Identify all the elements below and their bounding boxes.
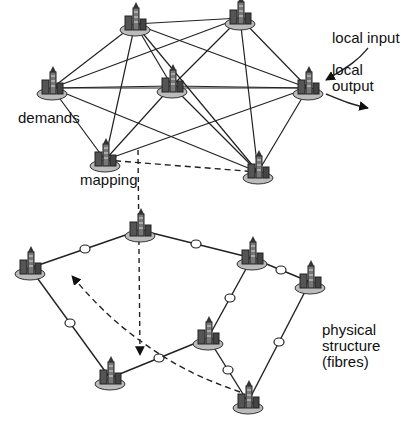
fibre-link [140,230,252,258]
layer-label: demands [18,110,98,126]
fibre-link [208,258,252,338]
mapped-demand [105,160,258,172]
fibre-oval [223,366,233,374]
demand-line [135,24,258,172]
route-arrow [72,276,240,392]
annotation-label: local output [332,62,406,94]
fibre-oval [276,266,286,274]
annotation-label: local input [332,30,406,46]
mapping-label: mapping [80,172,140,188]
demand-line [135,18,240,24]
node-building [193,316,223,350]
node-building [233,380,263,414]
fibre-oval [225,294,235,302]
node-building [157,64,187,98]
fibre-oval [65,319,75,327]
layer-label: physical structure (fibres) [322,322,404,370]
output-arrow [326,94,368,108]
demand-line [52,88,258,172]
demand-line [105,88,308,160]
demand-line [105,86,172,160]
node-building [120,2,150,36]
demand-line [105,24,135,160]
node-building [125,208,155,242]
fibre-oval [80,245,90,253]
demand-line [172,86,308,88]
node-building [225,0,255,30]
demand-line [240,18,258,172]
node-building [15,246,45,280]
fibre-link [30,230,140,268]
demand-line [172,86,258,172]
fibre-link [30,268,110,378]
fibre-link [248,282,310,402]
fibre-oval [191,240,201,248]
node-building [95,356,125,390]
node-building [295,260,325,294]
node-building [37,66,67,100]
demand-line [258,88,308,172]
fibre-oval [274,338,284,346]
node-building [237,236,267,270]
node-building [243,150,273,184]
node-building [90,138,120,172]
fibre-oval [154,354,164,362]
node-building [293,66,323,100]
mapping-arrow [138,150,140,355]
